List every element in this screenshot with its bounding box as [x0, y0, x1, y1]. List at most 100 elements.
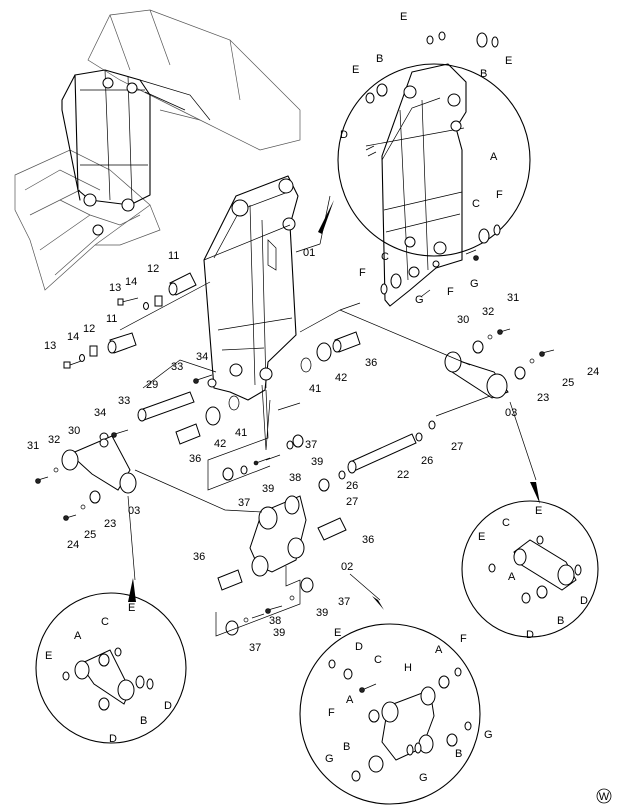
part-label: F [496, 189, 503, 201]
part-label: 25 [84, 529, 96, 541]
part-label: 36 [189, 453, 201, 465]
part-label: A [346, 694, 354, 706]
part-label: B [480, 68, 487, 80]
part-label: G [470, 278, 479, 290]
link-03-right-part [444, 328, 555, 399]
part-label: A [508, 571, 516, 583]
part-label: 37 [338, 596, 350, 608]
detail-circle-bottom-left [35, 592, 187, 744]
part-label: 11 [106, 313, 117, 325]
part-label: 33 [118, 395, 130, 407]
part-label: D [355, 641, 363, 653]
part-label: 41 [309, 383, 321, 395]
part-label: E [400, 11, 407, 23]
part-label: 27 [346, 496, 358, 508]
part-label: 30 [457, 314, 469, 326]
part-label: 12 [83, 323, 95, 335]
part-label: D [109, 733, 117, 745]
part-label: B [557, 615, 564, 627]
part-label: 12 [147, 263, 159, 275]
part-label: B [455, 748, 462, 760]
part-label: A [74, 630, 82, 642]
part-label: C [502, 517, 510, 529]
part-label: C [472, 198, 480, 210]
part-label: 36 [365, 357, 377, 369]
part-label: G [325, 753, 334, 765]
part-label: F [328, 707, 335, 719]
part-label: 42 [214, 438, 226, 450]
part-label: G [415, 294, 424, 306]
part-label: 13 [109, 282, 121, 294]
part-label: 29 [146, 379, 158, 391]
part-label: C [101, 616, 109, 628]
link-03-left-part [35, 435, 137, 521]
part-label: 34 [94, 407, 106, 419]
detail-circle-top-right [337, 31, 531, 307]
detail-circle-right [461, 500, 599, 638]
detail-pointers [128, 200, 540, 610]
part-label: F [460, 633, 467, 645]
part-label: E [128, 602, 135, 614]
part-label: 31 [27, 440, 39, 452]
part-label: 25 [562, 377, 574, 389]
part-label: 03 [505, 407, 517, 419]
part-label: D [526, 629, 534, 641]
part-label: 37 [238, 497, 250, 509]
part-label: B [376, 53, 383, 65]
part-label: 38 [269, 615, 281, 627]
part-label: 03 [128, 505, 140, 517]
part-label: A [435, 644, 443, 656]
main-arm-link-part [203, 175, 299, 451]
part-label: 24 [67, 539, 79, 551]
leader-lines [119, 195, 537, 637]
part-label: 36 [193, 551, 205, 563]
part-label: 37 [305, 439, 317, 451]
detail-circle-bottom-center [299, 623, 481, 805]
part-label: 38 [289, 472, 301, 484]
part-label: 22 [397, 469, 409, 481]
part-label: 32 [48, 434, 60, 446]
part-label: 27 [451, 441, 463, 453]
part-label: E [45, 650, 52, 662]
part-label: 23 [537, 392, 549, 404]
part-label: E [352, 64, 359, 76]
part-label: D [340, 129, 348, 141]
part-label: 37 [249, 642, 261, 654]
part-label: C [381, 251, 389, 263]
part-label: 36 [362, 534, 374, 546]
pin-assembly-center [63, 272, 436, 492]
part-label: G [484, 729, 493, 741]
part-label: E [505, 55, 512, 67]
part-label: 14 [125, 276, 137, 288]
part-label: 13 [44, 340, 56, 352]
part-label: 42 [335, 372, 347, 384]
part-label: A [490, 151, 498, 163]
corner-badge: W [596, 788, 612, 804]
part-label: 23 [104, 518, 116, 530]
part-label: F [447, 286, 454, 298]
part-label: F [359, 267, 366, 279]
part-label: E [334, 627, 341, 639]
part-label: 26 [421, 455, 433, 467]
excavator-overview-sketch [14, 9, 301, 291]
part-label: 39 [262, 483, 274, 495]
link-02-part [217, 495, 347, 636]
part-label: 01 [303, 247, 315, 259]
part-label: C [374, 654, 382, 666]
part-label: 39 [311, 456, 323, 468]
part-label: G [419, 772, 428, 784]
part-label: 32 [482, 306, 494, 318]
part-label: B [140, 715, 147, 727]
part-label: E [478, 531, 485, 543]
part-label: 11 [168, 250, 179, 262]
part-label: 02 [341, 561, 353, 573]
part-label: 41 [235, 427, 247, 439]
part-label: 14 [67, 331, 79, 343]
part-label: 34 [196, 351, 208, 363]
part-label: 31 [507, 292, 519, 304]
part-label: 30 [68, 425, 80, 437]
part-label: 39 [273, 627, 285, 639]
